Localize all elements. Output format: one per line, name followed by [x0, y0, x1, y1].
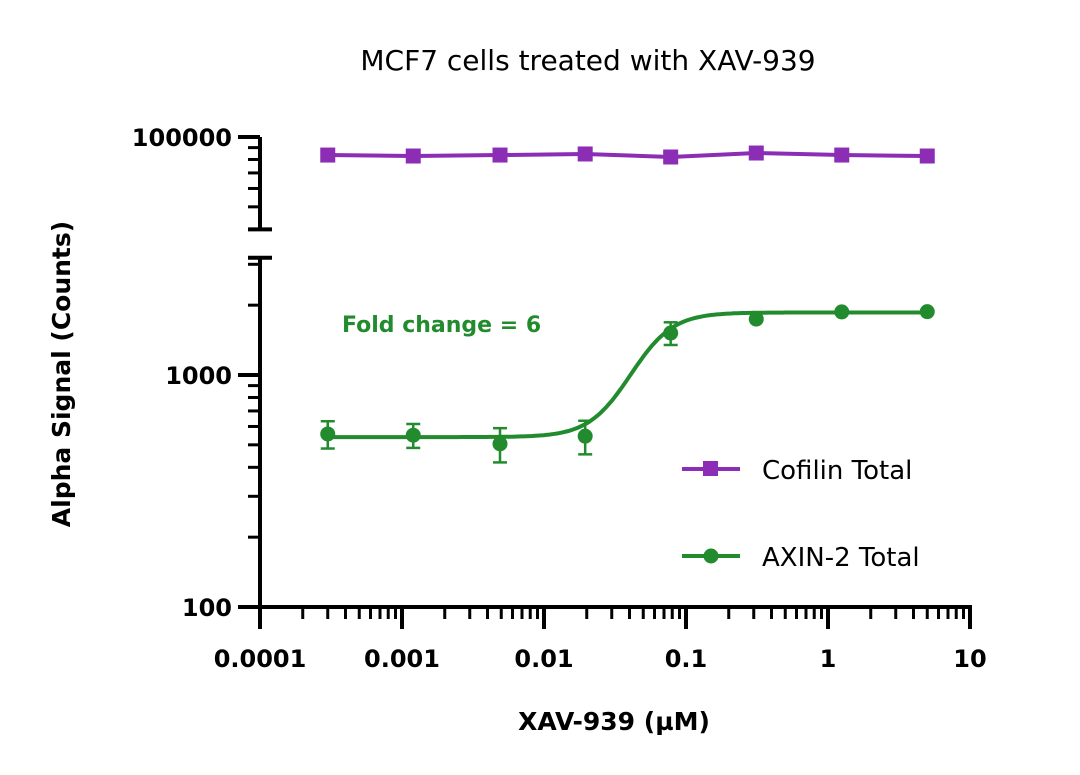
axin2-point: [577, 428, 593, 444]
cofilin-point: [748, 145, 764, 161]
fold-change-annotation: Fold change = 6: [342, 313, 541, 338]
legend-label-axin2: AXIN-2 Total: [762, 543, 920, 573]
axin2-point: [748, 311, 764, 327]
axes: 0.0001 0.001 0.01 0.1 1 10 100 1000 100000: [132, 124, 987, 673]
cofilin-point: [919, 148, 935, 164]
y-tick-label: 100000: [132, 124, 232, 152]
axin2-point: [320, 426, 336, 442]
y-axis-title: Alpha Signal (Counts): [47, 221, 76, 527]
cofilin-point: [405, 148, 421, 164]
axin2-point: [834, 304, 850, 320]
y-tick-label: 100: [182, 594, 232, 622]
axin2-point: [405, 427, 421, 443]
legend-marker-axin2: [703, 548, 719, 564]
cofilin-point: [577, 146, 593, 162]
x-tick-label: 0.0001: [214, 645, 307, 673]
x-tick-label: 0.01: [514, 645, 573, 673]
cofilin-point: [492, 147, 508, 163]
legend: Cofilin Total AXIN-2 Total: [682, 456, 920, 573]
x-tick-label: 0.1: [665, 645, 708, 673]
axin2-point: [919, 304, 935, 320]
x-tick-label: 1: [820, 645, 837, 673]
axin2-point: [492, 436, 508, 452]
marks: [320, 145, 935, 464]
cofilin-point: [834, 147, 850, 163]
cofilin-line: [327, 151, 928, 159]
axin2-fit-curve: [327, 310, 927, 440]
y-tick-label: 1000: [165, 362, 232, 390]
chart-title: MCF7 cells treated with XAV-939: [360, 44, 815, 77]
x-tick-label: 10: [953, 645, 986, 673]
x-tick-label: 0.001: [364, 645, 440, 673]
x-axis-title: XAV-939 (µM): [518, 707, 710, 736]
cofilin-point: [320, 147, 336, 163]
legend-label-cofilin: Cofilin Total: [762, 456, 912, 486]
legend-marker-cofilin: [703, 461, 718, 476]
axin2-point: [663, 325, 679, 341]
cofilin-point: [663, 149, 679, 165]
